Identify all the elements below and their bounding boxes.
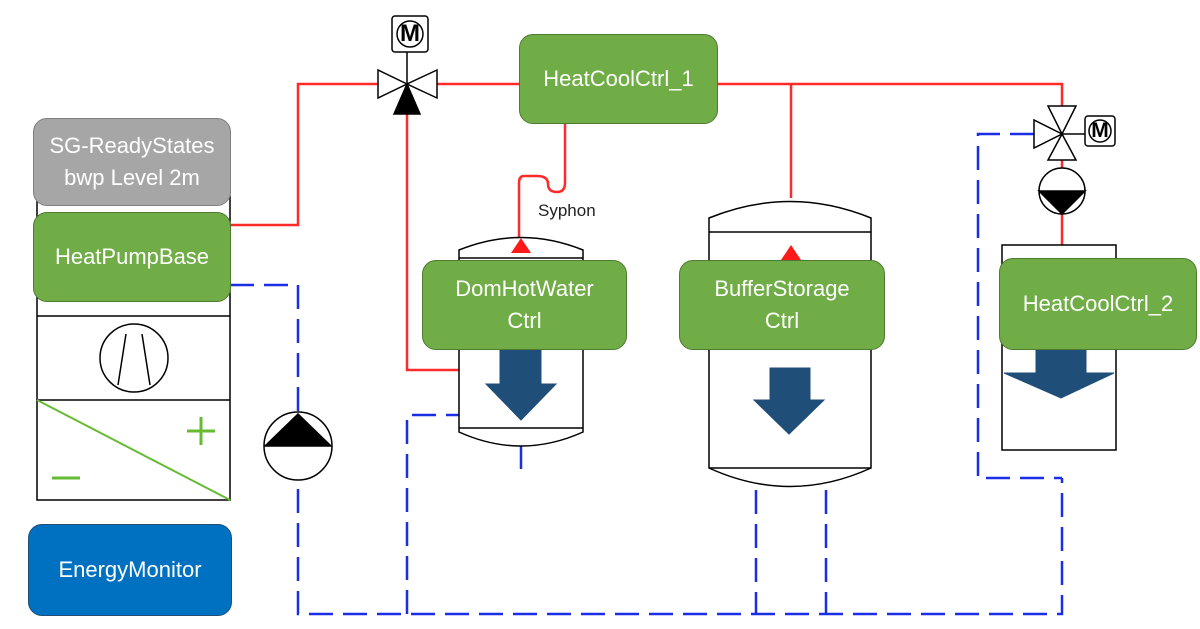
syphon-label: Syphon: [538, 201, 596, 220]
motor-icon-2-ring: [1088, 119, 1112, 143]
pump-2-triangle: [1037, 190, 1087, 216]
buffer-storage-ctrl-line-2: Ctrl: [764, 308, 800, 333]
plus-icon: [187, 417, 215, 445]
compressor-icon: [99, 323, 169, 393]
dom-hot-water-ctrl-line-2: Ctrl: [507, 308, 542, 333]
heat-cool-ctrl-1-box[interactable]: HeatCoolCtrl_1: [519, 34, 718, 124]
motor-label-1: M: [400, 20, 420, 47]
supply-pipe-main: [717, 82, 1064, 120]
heat-cool-ctrl-1-label: HeatCoolCtrl_1: [543, 66, 694, 91]
sg-ready-states-line-2: bwp Level 2m: [64, 165, 200, 190]
energy-monitor-label: EnergyMonitor: [58, 557, 202, 582]
sg-ready-states-box[interactable]: SG-ReadyStates bwp Level 2m: [33, 118, 231, 206]
valve-2-left-triangle: [1033, 118, 1064, 150]
motor-label-2: M: [1091, 119, 1109, 142]
heat-pump-base-label: HeatPumpBase: [54, 244, 210, 269]
heat-cool-ctrl-2-label: HeatCoolCtrl_2: [1022, 291, 1174, 316]
three-way-valve-1[interactable]: [377, 15, 438, 115]
energy-monitor-box[interactable]: EnergyMonitor: [28, 524, 232, 616]
buffer-storage-ctrl-line-1: BufferStorage: [714, 276, 850, 301]
heat-pump-base-box[interactable]: HeatPumpBase: [33, 212, 231, 302]
valve-2-bottom-triangle: [1046, 132, 1078, 161]
sg-ready-states-line-1: SG-ReadyStates: [49, 133, 215, 158]
heater-diagonal: [36, 399, 231, 501]
syphon-pipe: [517, 124, 567, 238]
buffer-storage-ctrl-box[interactable]: BufferStorage Ctrl: [679, 260, 885, 350]
buffer-hot-marker: [781, 245, 801, 260]
supply-pipe-heatpump-to-valve: [230, 82, 378, 227]
three-way-valve-2[interactable]: [1033, 105, 1116, 161]
return-pipe-heatpump: [230, 283, 1064, 616]
supply-pipes: [230, 82, 1064, 372]
dom-hot-water-ctrl-line-1: DomHotWater: [455, 276, 594, 301]
motor-icon-1-ring: [396, 20, 424, 48]
buffer-flow-arrow: [752, 367, 826, 435]
valve-1-right-triangle: [405, 68, 438, 100]
valve-2-top-triangle: [1046, 105, 1078, 136]
dhw-hot-marker: [511, 238, 531, 253]
return-pipe-heatcool2-bypass: [976, 132, 1062, 480]
dom-hot-water-ctrl-box[interactable]: DomHotWater Ctrl: [422, 260, 627, 350]
valve-1-bottom-triangle: [392, 82, 422, 115]
circulation-pump-1[interactable]: [263, 411, 333, 481]
return-pipes: [230, 132, 1064, 616]
heat-cool-ctrl-2-box[interactable]: HeatCoolCtrl_2: [999, 258, 1197, 350]
circulation-pump-2[interactable]: [1037, 167, 1087, 216]
heat-cool-2-flow-arrow: [1003, 349, 1115, 399]
compressor-symbol: [117, 333, 151, 386]
valve-1-left-triangle: [377, 68, 409, 100]
pump-1-triangle: [263, 412, 333, 447]
